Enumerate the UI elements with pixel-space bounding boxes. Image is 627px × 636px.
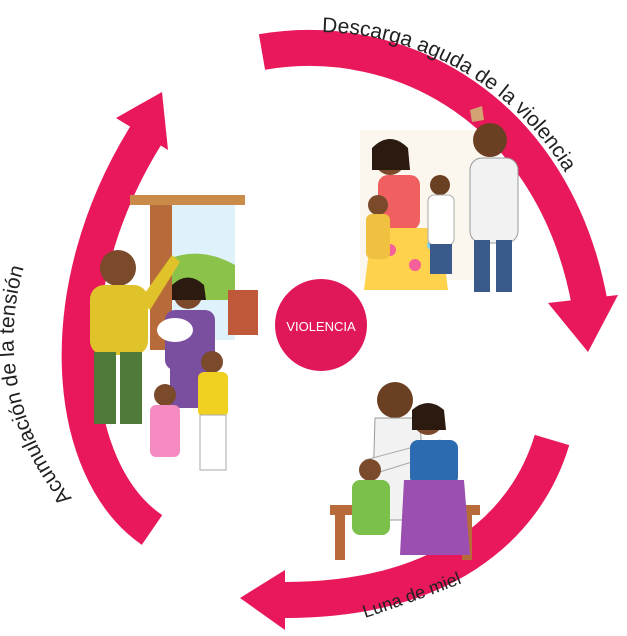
family-violence-scene-icon bbox=[360, 106, 519, 292]
arrow-descarga bbox=[258, 30, 618, 352]
reconciliation-scene-icon bbox=[330, 382, 480, 560]
tension-scene-icon bbox=[90, 195, 258, 471]
center-label: VIOLENCIA bbox=[286, 319, 356, 334]
arrow-acumulacion bbox=[61, 92, 168, 545]
center-node: VIOLENCIA bbox=[275, 279, 367, 371]
